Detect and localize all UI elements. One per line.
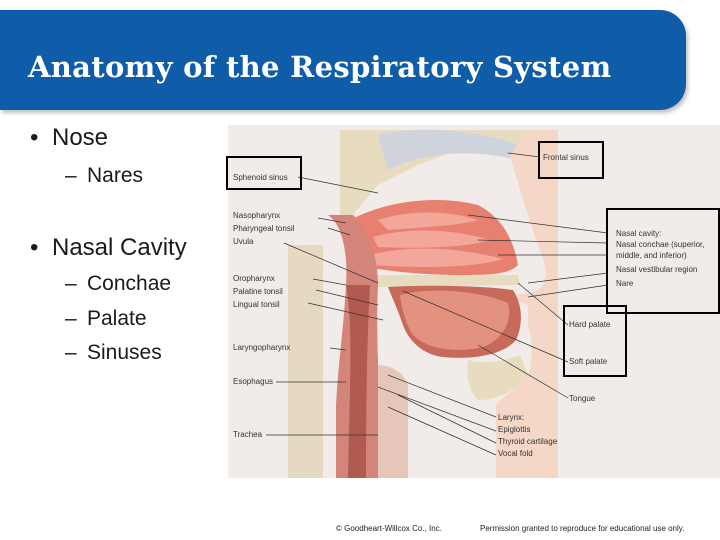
sub-bullet-text: Conchae [87, 272, 171, 295]
sub-bullet-sinuses: –Sinuses [65, 341, 162, 365]
bullet-nose: •Nose [30, 124, 108, 152]
label-nasopharynx: Nasopharynx [233, 211, 280, 221]
leader-thyroid [398, 395, 496, 443]
sub-bullet-conchae: –Conchae [65, 272, 171, 296]
footer-copyright: © Goodheart-Willcox Co., Inc. [336, 524, 442, 533]
bullet-nasal-cavity: •Nasal Cavity [30, 234, 187, 262]
label-palatine-tonsil: Palatine tonsil [233, 287, 283, 297]
sub-bullet-text: Nares [87, 164, 143, 187]
sub-bullet-text: Palate [87, 307, 147, 330]
highlight-box-sphenoid-sinus [226, 156, 302, 190]
label-larynx: Larynx: [498, 413, 524, 423]
label-tongue: Tongue [569, 394, 595, 404]
label-pharyngeal-tonsil: Pharyngeal tonsil [233, 224, 294, 234]
dash-symbol: – [65, 307, 87, 331]
label-laryngopharynx: Laryngopharynx [233, 343, 290, 353]
label-oropharynx: Oropharynx [233, 274, 275, 284]
bullet-symbol: • [30, 234, 52, 262]
label-lingual-tonsil: Lingual tonsil [233, 300, 280, 310]
sub-bullet-palate: –Palate [65, 307, 147, 331]
bullet-text: Nasal Cavity [52, 234, 187, 261]
label-thyroid-cartilage: Thyroid cartilage [498, 437, 557, 447]
highlight-box-frontal-sinus [538, 141, 604, 179]
dash-symbol: – [65, 164, 87, 188]
footer-permission: Permission granted to reproduce for educ… [480, 524, 684, 533]
sub-bullet-nares: –Nares [65, 164, 143, 188]
highlight-box-nasal-cavity [606, 208, 720, 314]
slide-title: Anatomy of the Respiratory System [28, 50, 611, 84]
larynx-cartilage [378, 365, 408, 478]
dash-symbol: – [65, 341, 87, 365]
label-trachea: Trachea [233, 430, 262, 440]
sub-bullet-text: Sinuses [87, 341, 162, 364]
bullet-symbol: • [30, 124, 52, 152]
label-vocal-fold: Vocal fold [498, 449, 533, 459]
label-esophagus: Esophagus [233, 377, 273, 387]
title-bar: Anatomy of the Respiratory System [0, 10, 686, 110]
bullet-text: Nose [52, 124, 108, 151]
label-uvula: Uvula [233, 237, 253, 247]
hard-palate-bone [378, 275, 520, 287]
dash-symbol: – [65, 272, 87, 296]
label-epiglottis: Epiglottis [498, 425, 530, 435]
leader-vestibular [528, 273, 608, 283]
highlight-box-palate [563, 305, 627, 377]
